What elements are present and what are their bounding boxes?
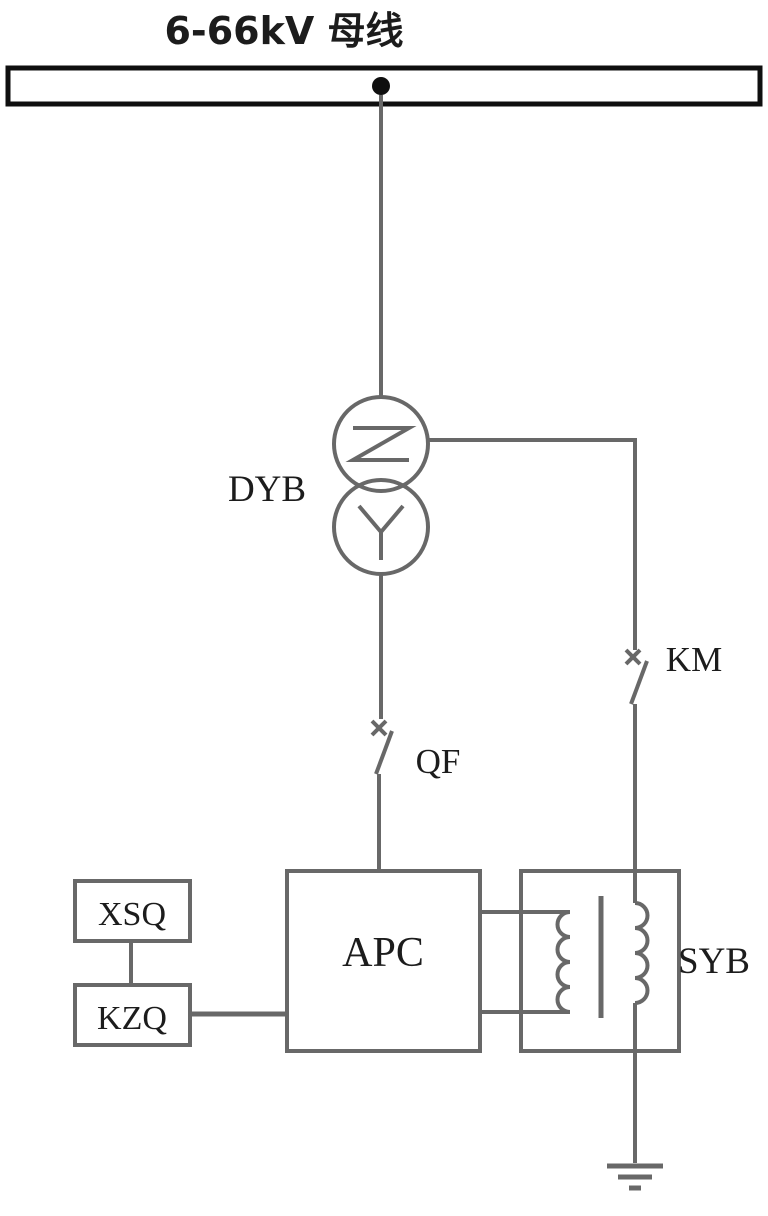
- arc-suppression-coil-label: SYB: [678, 941, 750, 982]
- km-switch-blade: [629, 660, 649, 705]
- qf-contact-cross-icon: [370, 719, 388, 737]
- apc-controller-box: [285, 869, 482, 1053]
- zigzag-winding-icon: [345, 426, 417, 462]
- transformer-primary-circle: [332, 395, 430, 493]
- transformer-label: DYB: [228, 469, 306, 510]
- arc-suppression-coil-box: [519, 869, 681, 1053]
- grounding-switch-label: KM: [666, 640, 722, 679]
- wye-winding-icon: [357, 504, 405, 560]
- km-contact-cross-icon: [624, 648, 642, 666]
- syb-right-winding-icon: [634, 901, 650, 1005]
- apc-controller-label: APC: [342, 930, 424, 976]
- busbar-junction-dot: [372, 77, 390, 95]
- qf-switch-blade: [374, 730, 394, 775]
- diagram-title: 6-66kV 母线: [164, 9, 403, 53]
- circuit-breaker-label: QF: [416, 742, 461, 781]
- display-unit-label: XSQ: [98, 896, 166, 933]
- control-unit-label: KZQ: [97, 1000, 167, 1037]
- syb-left-winding-icon: [555, 910, 571, 1014]
- busbar: [5, 65, 763, 107]
